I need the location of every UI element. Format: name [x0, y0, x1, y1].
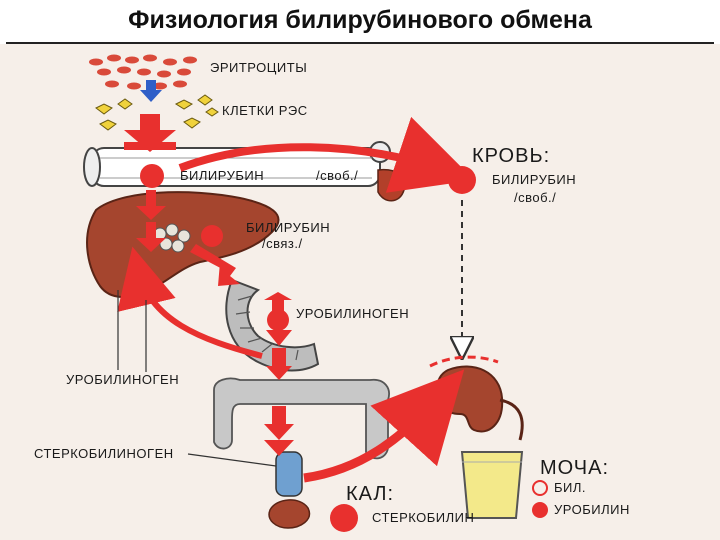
label-urine-bil: БИЛ.	[554, 480, 586, 495]
label-bilirubin-free-left: БИЛИРУБИН	[180, 168, 264, 183]
bilirubin-metabolism-diagram: ЭРИТРОЦИТЫ КЛЕТКИ РЭС	[0, 44, 720, 540]
label-stercobilin: СТЕРКОБИЛИН	[372, 510, 474, 525]
label-urine-urobilin: УРОБИЛИН	[554, 502, 630, 517]
rectum-icon	[276, 452, 302, 496]
label-urobilinogen-intestine: УРОБИЛИНОГЕН	[296, 306, 409, 321]
label-res-cells: КЛЕТКИ РЭС	[222, 103, 308, 118]
urine-urobilin-marker	[532, 502, 548, 518]
label-bilirubin-free-right-note: /своб./	[514, 190, 556, 205]
label-urine: МОЧА:	[540, 457, 609, 479]
page-title: Физиология билирубинового обмена	[0, 6, 720, 35]
spleen-icon	[378, 170, 405, 201]
stercobilin-dot	[330, 504, 358, 532]
label-erythrocytes: ЭРИТРОЦИТЫ	[210, 60, 307, 75]
bilirubin-free-right-dot	[448, 166, 476, 194]
label-bilirubin-bound-note: /связ./	[262, 236, 303, 251]
label-feces: КАЛ:	[346, 483, 394, 505]
label-blood: КРОВЬ:	[472, 145, 550, 167]
label-bilirubin-free-right: БИЛИРУБИН	[492, 172, 576, 187]
urine-glass-icon	[462, 452, 522, 518]
bilirubin-free-left-dot	[140, 164, 164, 188]
stool-icon	[269, 500, 309, 528]
title-bar: Физиология билирубинового обмена	[0, 0, 720, 44]
label-urobilinogen-return: УРОБИЛИНОГЕН	[66, 372, 179, 387]
label-bilirubin-bound: БИЛИРУБИН	[246, 220, 330, 235]
urobilinogen-dot	[267, 309, 289, 331]
bilirubin-bound-dot	[201, 225, 223, 247]
label-bilirubin-free-left-note: /своб./	[316, 168, 358, 183]
label-stercobilinogen: СТЕРКОБИЛИНОГЕН	[34, 446, 174, 461]
